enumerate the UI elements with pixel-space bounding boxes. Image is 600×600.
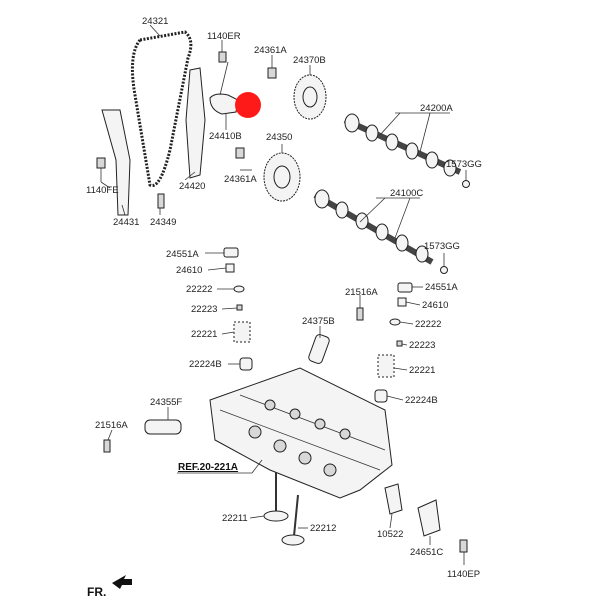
label-24551A-left: 24551A — [166, 249, 199, 260]
label-22224B-right: 22224B — [405, 395, 438, 406]
label-21516A-top: 21516A — [345, 287, 378, 298]
bolt-24361A-mid — [235, 147, 245, 159]
part-24551A-left — [223, 247, 239, 258]
label-1140ER: 1140ER — [207, 31, 241, 42]
valve-22212 — [281, 494, 305, 546]
label-22224B-left: 22224B — [189, 359, 222, 370]
label-22221-right: 22221 — [409, 365, 435, 376]
label-fr: FR. — [87, 585, 106, 599]
label-22212: 22212 — [310, 523, 336, 534]
label-24375B: 24375B — [302, 316, 335, 327]
part-22222-right — [389, 318, 401, 326]
plug-1573GG-mid — [440, 266, 448, 274]
label-1140EP: 1140EP — [447, 569, 480, 580]
label-24610-right: 24610 — [422, 300, 448, 311]
front-arrow-icon — [112, 575, 132, 589]
label-21516A-bot: 21516A — [95, 420, 128, 431]
label-22222-right: 22222 — [415, 319, 441, 330]
part-24610-right — [397, 297, 407, 307]
tensioner-24410B — [209, 93, 239, 115]
label-24410B: 24410B — [209, 131, 242, 142]
chain-guide-right — [185, 67, 206, 179]
label-24321: 24321 — [142, 16, 168, 27]
label-22221-left: 22221 — [191, 329, 217, 340]
ocv-24375B — [308, 334, 330, 364]
part-22223-right — [396, 340, 403, 347]
camshaft-24100C — [313, 189, 434, 265]
camshaft-24200A — [343, 113, 462, 177]
label-24651C: 24651C — [410, 547, 443, 558]
label-24350: 24350 — [266, 132, 292, 143]
label-24200A: 24200A — [420, 103, 453, 114]
highlight-marker — [235, 92, 261, 118]
bolt-1140EP — [459, 539, 468, 553]
bolt-24361A-top — [267, 67, 277, 79]
bolt-1140ER — [218, 51, 227, 63]
timing-chain — [130, 30, 193, 188]
valve-22211 — [263, 472, 289, 522]
label-24349: 24349 — [150, 217, 176, 228]
sprocket-24350 — [263, 152, 301, 202]
part-22224B-left — [239, 357, 253, 371]
ocv-24355F — [144, 419, 182, 435]
label-22223-right: 22223 — [409, 340, 435, 351]
label-1573GG-mid: 1573GG — [424, 241, 460, 252]
label-24431: 24431 — [113, 217, 139, 228]
label-10522: 10522 — [377, 529, 403, 540]
label-24420: 24420 — [179, 181, 205, 192]
part-10522 — [384, 483, 403, 515]
part-22222-left — [233, 285, 245, 293]
label-24370B: 24370B — [293, 55, 326, 66]
chain-guide-left — [101, 109, 131, 216]
spring-22221-left — [233, 321, 251, 343]
part-22224B-right — [374, 389, 388, 403]
leader-lines — [100, 24, 467, 565]
part-24610-left — [225, 263, 235, 273]
label-24551A-right: 24551A — [425, 282, 458, 293]
sprocket-24370B — [293, 74, 327, 120]
label-ref: REF.20-221A — [178, 462, 238, 473]
part-24651C — [417, 499, 441, 537]
part-24551A-right — [397, 282, 413, 293]
bolt-21516A-bot — [103, 439, 111, 453]
bolt-24349 — [157, 193, 165, 209]
label-22211: 22211 — [222, 513, 248, 524]
label-24355F: 24355F — [150, 397, 182, 408]
label-1140FE: 1140FE — [86, 185, 119, 196]
plug-1573GG-top — [462, 180, 470, 188]
label-1573GG-top: 1573GG — [446, 159, 482, 170]
part-22223-left — [236, 304, 243, 311]
label-24361A-mid: 24361A — [224, 174, 257, 185]
spring-22221-right — [377, 354, 395, 378]
bolt-21516A-top — [356, 307, 364, 321]
label-22223-left: 22223 — [191, 304, 217, 315]
labels: 24321 1140ER 24361A 24370B 24410B 24350 … — [86, 16, 482, 599]
label-24361A-top: 24361A — [254, 45, 287, 56]
bolt-1140FE — [96, 157, 106, 182]
label-22222-left: 22222 — [186, 284, 212, 295]
label-24610-left: 24610 — [176, 265, 202, 276]
label-24100C: 24100C — [390, 188, 423, 199]
cylinder-head — [209, 367, 393, 499]
